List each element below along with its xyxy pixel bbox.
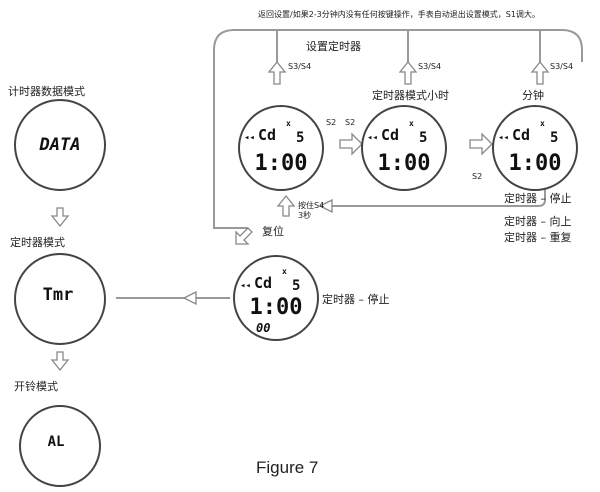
lcd-small-time: 00 xyxy=(256,321,270,335)
up-arrow-3 xyxy=(530,60,550,85)
lcd-sup-4: x xyxy=(282,267,287,276)
right-arrow-1 xyxy=(339,132,363,156)
right-arrow-2 xyxy=(469,132,493,156)
lcd-sec-1: 5 xyxy=(296,130,304,146)
header-note: 返回设置/如果2-3分钟内没有任何按键操作，手表自动退出设置模式，S1调大。 xyxy=(258,10,540,19)
lcd-code-4: Cd xyxy=(254,274,272,292)
return-arrow-head xyxy=(318,198,333,214)
return-path xyxy=(332,186,546,207)
reset-arrow xyxy=(235,227,253,245)
hold-s4-line1: 按住S4 xyxy=(298,201,325,210)
lcd-arrows-1: ◂◂ xyxy=(244,133,255,143)
lcd-code-1: Cd xyxy=(258,126,276,144)
up-arrow-1 xyxy=(267,60,287,85)
hold-s4-line2: 3秒 xyxy=(298,211,312,220)
button-s3s4-3: S3/S4 xyxy=(550,62,574,71)
state-minute: 分钟 xyxy=(522,89,544,102)
watch-face-hour xyxy=(361,105,447,191)
lcd-sec-3: 5 xyxy=(550,130,558,146)
hold-up-arrow xyxy=(276,194,296,217)
lcd-arrows-4: ◂◂ xyxy=(240,281,251,291)
lcd-data: DATA xyxy=(39,135,81,155)
loop-label: 设置定时器 xyxy=(306,40,361,53)
button-s3s4-2: S3/S4 xyxy=(418,62,442,71)
watch-face-minute xyxy=(492,105,578,191)
watch-face-stop xyxy=(233,255,319,341)
lcd-sup-3: x xyxy=(540,119,545,128)
lcd-alarm: AL xyxy=(48,434,65,450)
lcd-arrows-3: ◂◂ xyxy=(498,133,509,143)
state-stop-right: 定时器 – 停止 xyxy=(504,192,572,205)
mode-timer: 定时器模式 xyxy=(10,236,65,249)
watch-face-data xyxy=(14,99,106,191)
state-up: 定时器 – 向上 xyxy=(504,215,572,228)
state-repeat: 定时器 – 重复 xyxy=(504,231,572,244)
state-reset: 复位 xyxy=(262,225,284,238)
lcd-tmr: Tmr xyxy=(43,285,74,305)
watch-face-alarm xyxy=(19,405,101,487)
mode-alarm: 开铃模式 xyxy=(14,380,58,393)
state-stop-bottom: 定时器 – 停止 xyxy=(322,293,390,306)
mode-timer-data: 计时器数据模式 xyxy=(8,85,85,98)
lcd-arrows-2: ◂◂ xyxy=(367,133,378,143)
loop-connector xyxy=(213,29,583,229)
lcd-sup-2: x xyxy=(409,119,414,128)
watch-face-setting xyxy=(238,105,324,191)
button-s2-1: S2 xyxy=(326,118,337,127)
lcd-code-3: Cd xyxy=(512,126,530,144)
lcd-sup-1: x xyxy=(286,119,291,128)
up-arrow-2 xyxy=(398,60,418,85)
lcd-code-2: Cd xyxy=(381,126,399,144)
down-arrow-1 xyxy=(50,207,70,228)
lcd-sec-2: 5 xyxy=(419,130,427,146)
button-s2-2: S2 xyxy=(345,118,356,127)
link-arrow-head xyxy=(182,290,197,306)
lcd-time-4: 1:00 xyxy=(250,295,303,320)
watch-face-tmr xyxy=(14,253,106,345)
state-timer-hour: 定时器模式小时 xyxy=(372,89,449,102)
lcd-time-1: 1:00 xyxy=(255,151,308,176)
button-s3s4-1: S3/S4 xyxy=(288,62,312,71)
down-arrow-2 xyxy=(50,351,70,372)
figure-caption: Figure 7 xyxy=(256,458,319,477)
lcd-time-3: 1:00 xyxy=(509,151,562,176)
lcd-time-2: 1:00 xyxy=(378,151,431,176)
lcd-sec-4: 5 xyxy=(292,278,300,294)
button-s2-3: S2 xyxy=(472,172,483,181)
